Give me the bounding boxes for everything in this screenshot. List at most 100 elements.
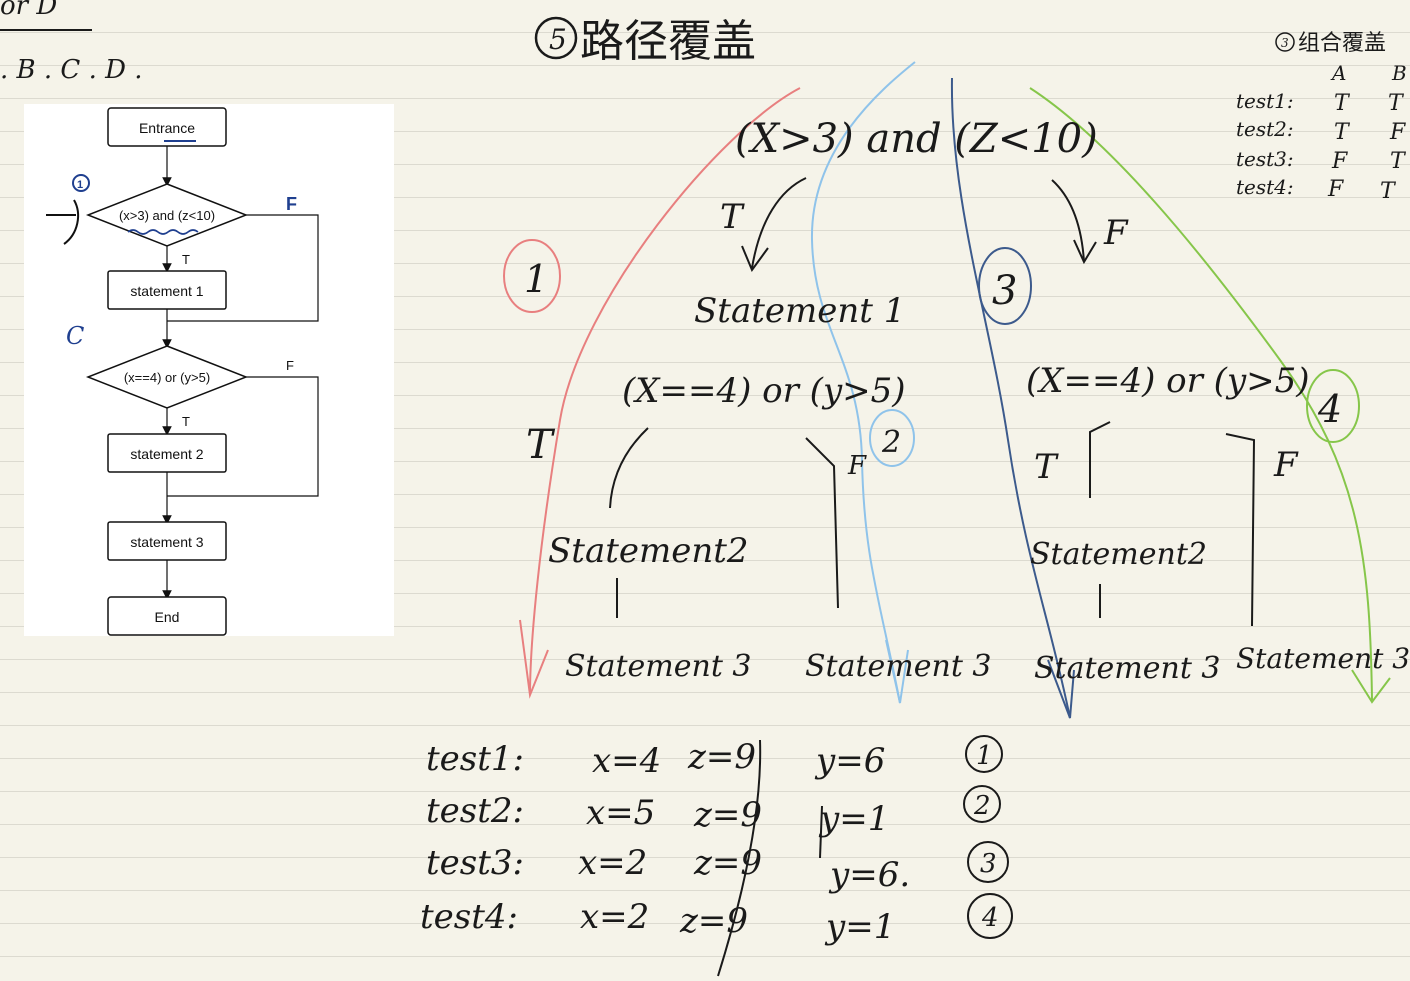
fc-bracket-mark [63,199,80,245]
combo-col-a: A [1330,61,1346,85]
tree-statement3-b: Statement 3 [805,649,992,684]
tree-statement3-d: Statement 3. [1236,642,1410,675]
tree-cond2-right: (X==4) or (y>5) [1026,361,1310,401]
y-column-stroke [819,805,823,859]
test-path: 2 [973,791,991,821]
test-path-circle [963,785,1001,823]
fc-statement1: statement 1 [130,283,203,299]
tree-cond2-left-f-line [805,437,839,609]
fc-t-label: T [182,252,190,267]
fc-mark-1: 1 [77,179,83,191]
combo-col-b: B [1391,61,1407,85]
path-2-label: 2 [881,425,901,460]
corner-options-text: . B . C . D . [0,55,143,85]
fc-f-branch-1 [167,214,319,322]
combo-row-a: F [1327,177,1344,202]
tree-root-f-arrowhead [1073,239,1097,265]
combo-row-b: T [1380,179,1397,204]
combo-row-b: T [1388,91,1405,116]
test-y: y=6 [814,741,885,781]
flowchart-image: Entrance (x>3) and (z<10) T F 1 C statem… [24,104,394,636]
path-4-arrowhead [1351,669,1391,704]
fc-statement2: statement 2 [130,446,203,462]
path-2-curve [810,61,916,704]
test-name: test2: [426,791,524,831]
test-z: z=9 [693,843,762,883]
tree-root-f-label: F [1103,213,1129,253]
test-path-circle [967,893,1013,939]
tree-cond2-left-f-label: F [847,451,867,481]
fc-f-label-2: F [286,358,294,373]
z-column-stroke [717,739,762,977]
path-1-label: 1 [524,257,548,301]
combo-row-b: F [1389,120,1406,145]
test-name: test4: [420,897,518,937]
tree-statement1: Statement 1 [694,291,905,331]
tree-statement2-left: Statement2 [548,531,749,571]
combo-row-a: T [1334,91,1351,116]
fc-decision2: (x==4) or (y>5) [124,370,210,385]
combo-row-b: T [1390,149,1407,174]
combo-number: 3 [1281,36,1289,50]
test-path: 1 [976,741,993,771]
test-y: y=1 [818,799,889,839]
tree-cond2-right-t-line [1089,421,1111,498]
page-title: 5 路径覆盖 [534,16,756,67]
tree-cond2-right-t-label: T [1034,447,1059,487]
combo-row-test: test4: [1236,175,1294,199]
fc-entrance: Entrance [139,120,195,136]
test-path-circle [967,841,1009,883]
path-1-curve [529,87,801,696]
test-x: x=4 [592,741,661,781]
path-1-circle [503,239,561,313]
path-1-arrowhead [519,619,549,699]
path-3-circle [978,247,1032,325]
combo-number-circle [1275,32,1295,52]
test-path: 4 [981,903,999,933]
test-x: x=2 [580,897,649,937]
test-path-circle [965,735,1003,773]
path-3-label: 3 [992,268,1017,314]
path-3-arrowhead [1047,659,1075,719]
fc-f-label-1: F [286,194,297,214]
fc-t-label-2: T [182,414,190,429]
fc-mark-1-circle [72,174,90,192]
combo-row-a: T [1334,120,1351,145]
tree-root-f-arrow [1051,179,1085,263]
path-3-curve [950,77,1071,719]
path-4-curve [1029,87,1373,701]
tree-statement3-c: Statement 3 [1034,651,1221,686]
combo-row-a: F [1331,149,1348,174]
test-name: test3: [426,843,524,883]
path-4-circle [1306,369,1360,443]
path-2-circle [869,409,915,467]
test-path: 3 [980,849,997,879]
test-y: y=6. [828,855,910,895]
tree-left-outer-t: T [526,422,556,468]
test-x: x=2 [578,843,647,883]
tree-root-t-label: T [720,197,745,237]
corner-top-text: or D [0,0,57,21]
tree-statement2-right: Statement2 [1030,537,1207,572]
title-number-circle [534,16,578,60]
test-z: z=9 [693,795,762,835]
tree-statement3-a: Statement 3 [565,649,752,684]
tree-root-condition: (X>3) and (Z<10) [735,116,1098,162]
combo-row-test: test1: [1236,89,1294,113]
flowchart-svg: Entrance (x>3) and (z<10) T F 1 C statem… [46,107,319,636]
test-x: x=5 [586,793,655,833]
fc-end-box [107,596,227,636]
fc-wavy-underline [127,229,199,235]
test-name: test1: [426,739,524,779]
title-text: 路径覆盖 [580,16,756,67]
combo-title: 组合覆盖 [1298,31,1386,56]
tree-root-t-arrowhead [741,245,769,273]
tree-cond2-right-f-label: F [1273,445,1299,485]
fc-f-branch-2 [167,376,319,497]
test-z: z=9 [687,737,756,777]
title-number: 5 [549,23,567,56]
test-y: y=1 [824,907,895,947]
fc-statement3: statement 3 [130,534,203,550]
path-4-label: 4 [1317,387,1342,431]
